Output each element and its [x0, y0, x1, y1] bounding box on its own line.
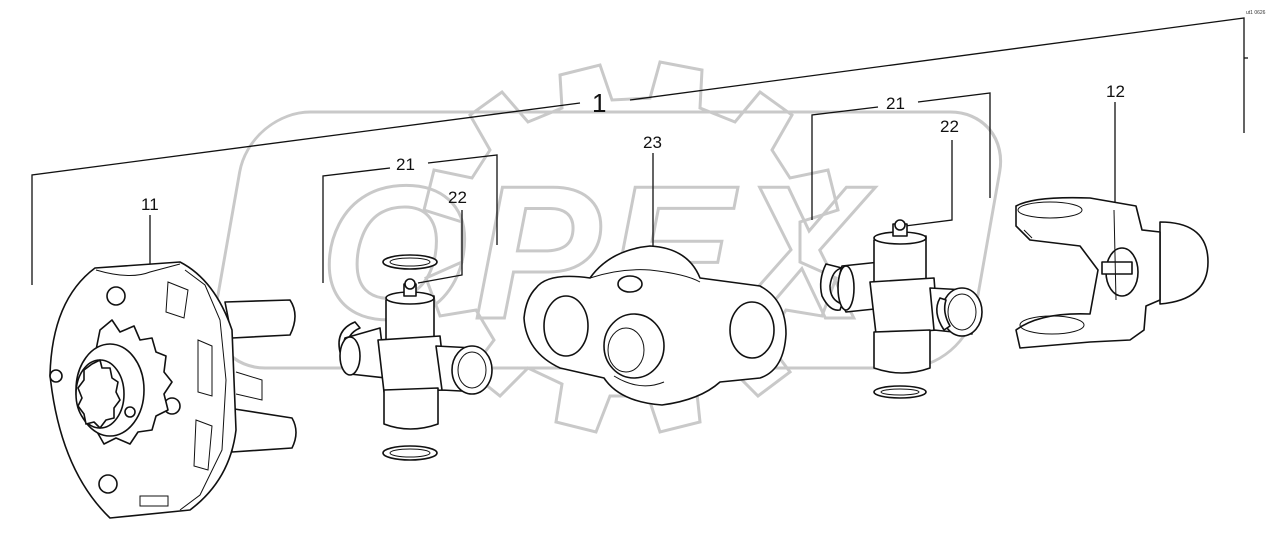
leader-22-right: [904, 140, 953, 227]
bracket-21-left: [322, 154, 498, 283]
watermark-gear: [422, 60, 840, 434]
part-23-center-housing: [523, 245, 787, 406]
assembly-bracket: [31, 17, 1248, 285]
part-cross-left: [339, 278, 493, 430]
part-cross-right: [819, 219, 983, 399]
part-12-yoke: [1015, 196, 1209, 349]
callout-23: 23: [643, 133, 662, 152]
callout-22-right: 22: [940, 117, 959, 136]
corner-code: ut1 0626: [1246, 10, 1266, 16]
bracket-21-right: [811, 92, 991, 220]
callout-1: 1: [592, 88, 606, 118]
callout-21-left: 21: [396, 155, 415, 174]
leader-22-left: [417, 210, 463, 284]
callout-21-right: 21: [886, 94, 905, 113]
callout-12: 12: [1106, 82, 1125, 101]
callout-11: 11: [141, 195, 159, 214]
part-11-clutch-yoke: [49, 261, 297, 519]
callout-22-left: 22: [448, 188, 467, 207]
